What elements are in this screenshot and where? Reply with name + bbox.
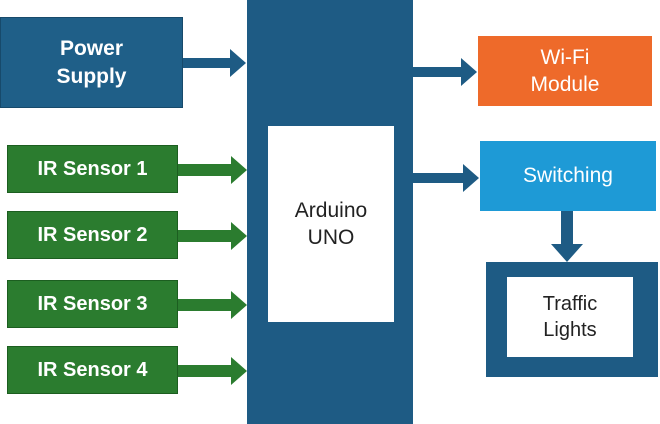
arrow-switching-to-traffic [551, 211, 583, 262]
ir-sensor-4-label: IR Sensor 4 [37, 359, 148, 381]
traffic-lights-block: Traffic Lights [507, 277, 633, 357]
ir-sensor-1-label: IR Sensor 1 [37, 158, 148, 180]
power-supply-label: Power Supply [56, 37, 127, 88]
switching-block: Switching [480, 141, 656, 211]
arrow-power-to-arduino [183, 49, 246, 77]
wifi-module-block: Wi-Fi Module [478, 36, 652, 106]
arrow-ir1-to-arduino [178, 156, 247, 184]
ir-sensor-2-block: IR Sensor 2 [7, 211, 178, 259]
arrow-arduino-to-wifi [413, 58, 477, 86]
ir-sensor-4-block: IR Sensor 4 [7, 346, 178, 394]
ir-sensor-3-block: IR Sensor 3 [7, 280, 178, 328]
arduino-uno-block: Arduino UNO [268, 126, 394, 322]
power-supply-block: Power Supply [0, 17, 183, 108]
arrow-ir4-to-arduino [178, 357, 247, 385]
traffic-lights-label: Traffic Lights [542, 293, 598, 341]
wifi-module-label: Wi-Fi Module [530, 45, 600, 96]
switching-label: Switching [523, 164, 613, 188]
arrow-arduino-to-switching [413, 164, 479, 192]
arduino-uno-label: Arduino UNO [294, 198, 368, 249]
ir-sensor-1-block: IR Sensor 1 [7, 145, 178, 193]
ir-sensor-2-label: IR Sensor 2 [37, 224, 148, 246]
arrow-ir3-to-arduino [178, 291, 247, 319]
arrow-ir2-to-arduino [178, 222, 247, 250]
ir-sensor-3-label: IR Sensor 3 [37, 293, 148, 315]
